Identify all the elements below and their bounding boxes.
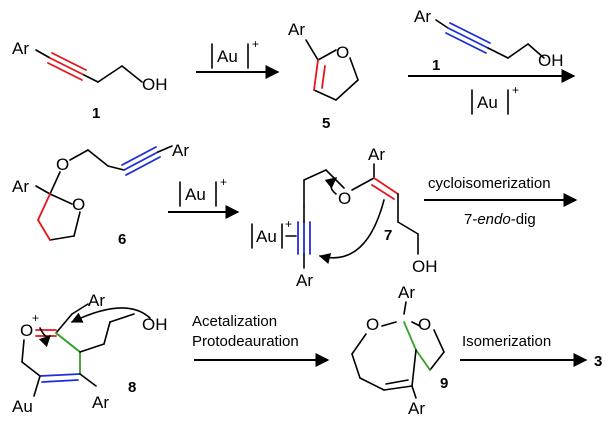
aryl-label: Ar [12, 177, 29, 196]
compound-1-number: 1 [432, 57, 440, 74]
hydroxyl-label: OH [538, 51, 564, 70]
aryl-label: Ar [172, 141, 189, 160]
oxygen-label: O [336, 43, 349, 62]
compound-5-structure: Ar O 5 [288, 20, 359, 132]
svg-text:+: + [220, 175, 227, 189]
oxygen-label: O [418, 315, 431, 334]
condition-protodeauration: Protodeauration [192, 333, 299, 350]
svg-text:Au: Au [185, 185, 206, 204]
oxonium-charge: + [32, 311, 39, 325]
compound-8-number: 8 [128, 379, 136, 396]
catalyst-text: Au [256, 227, 277, 246]
svg-text:Au: Au [477, 93, 498, 112]
condition-7-endo-dig: 7-endo-dig [464, 211, 536, 228]
svg-text:+: + [252, 37, 259, 51]
catalyst-label: Au + [211, 37, 259, 69]
svg-text:+: + [512, 83, 519, 97]
compound-9-structure: Ar O O Ar 9 [351, 283, 448, 418]
hydroxyl-label: OH [142, 315, 168, 334]
compound-9-number: 9 [440, 375, 448, 392]
hydroxyl-label: OH [142, 75, 168, 94]
oxygen-label: O [56, 155, 69, 174]
condition-isomerization: Isomerization [462, 333, 551, 350]
svg-text:Au: Au [217, 47, 238, 66]
compound-6-structure: O Ar Ar O 6 [12, 141, 189, 248]
compound-1-structure: Ar OH 1 [414, 7, 564, 74]
compound-1-number: 1 [92, 105, 100, 122]
intermediate-7-structure: Au + Ar O Ar OH 7 [251, 145, 438, 290]
compound-1-structure: Ar OH 1 [12, 39, 168, 122]
aryl-label: Ar [296, 271, 313, 290]
catalyst-label: Au + [471, 83, 519, 115]
catalyst-charge: + [285, 217, 292, 231]
aryl-label: Ar [88, 291, 105, 310]
compound-3-number: 3 [594, 353, 602, 370]
aryl-label: Ar [408, 399, 425, 418]
catalyst-label: Au + [179, 175, 227, 207]
hydroxyl-label: OH [412, 257, 438, 276]
condition-acetalization: Acetalization [192, 313, 277, 330]
aryl-label: Ar [288, 20, 305, 39]
aryl-label: Ar [414, 7, 431, 26]
oxygen-label: O [366, 315, 379, 334]
catalyst-text: Au [12, 397, 33, 416]
aryl-label: Ar [368, 145, 385, 164]
condition-cycloisomerization: cycloisomerization [428, 175, 551, 192]
aryl-label: Ar [12, 39, 29, 58]
oxygen-label: O [338, 189, 351, 208]
compound-5-number: 5 [322, 115, 330, 132]
oxygen-label: O [72, 195, 85, 214]
aryl-label: Ar [398, 283, 415, 302]
compound-7-number: 7 [384, 227, 392, 244]
oxygen-label: O [20, 321, 33, 340]
aryl-label: Ar [92, 393, 109, 412]
intermediate-8-structure: O + Ar Au Ar OH 8 [12, 291, 168, 416]
compound-6-number: 6 [118, 231, 126, 248]
